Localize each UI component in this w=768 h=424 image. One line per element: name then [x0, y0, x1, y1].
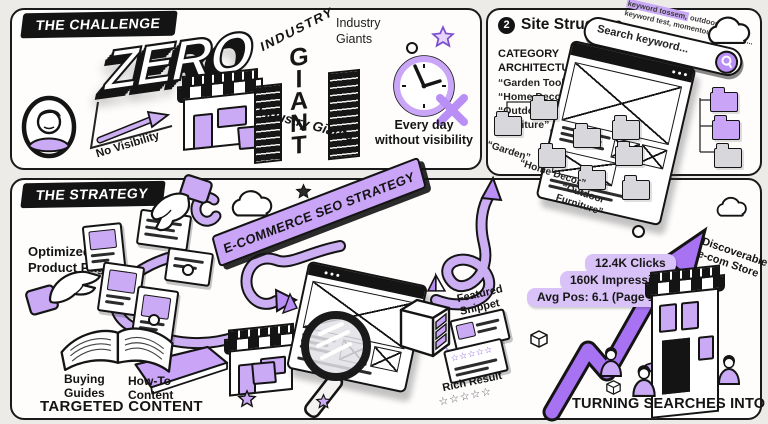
arrowhead [480, 175, 503, 202]
image-thumb [455, 321, 477, 341]
triangle-glyph [426, 272, 447, 292]
step-number-badge: 2 [498, 16, 515, 34]
cloud-icon [707, 16, 751, 44]
folder-icon [530, 95, 558, 120]
dot-glyph [182, 264, 194, 276]
dot-glyph [406, 42, 418, 54]
clock-icon [393, 55, 468, 126]
store-window [681, 300, 699, 331]
no-visibility-chart [89, 101, 173, 150]
cube-glyph [530, 330, 548, 348]
image-thumb [106, 269, 138, 294]
star-icon [237, 389, 257, 408]
tower-letters-text: GIANT [285, 41, 313, 155]
right-hand-icon [150, 174, 213, 232]
magnifier-icon [301, 311, 371, 419]
person-icon [599, 347, 623, 377]
folder-icon-purple [712, 115, 740, 140]
folder-icon [612, 115, 640, 140]
buying-guides-label: Buying Guides [64, 372, 105, 401]
dot-glyph [148, 314, 160, 326]
frustrated-user-avatar [21, 95, 77, 159]
left-hand-icon [25, 270, 102, 316]
star-icon [430, 24, 456, 48]
shop-window [217, 105, 247, 129]
x-mark-icon [436, 94, 468, 126]
product-data-cube [399, 298, 451, 358]
clock-caption: Every day without visibility [375, 118, 473, 147]
store-window [698, 335, 714, 361]
triangle-glyph [281, 292, 298, 315]
star-icon [295, 183, 312, 199]
folder-icon [714, 143, 742, 168]
folder-icon [538, 143, 566, 168]
folder-icon [578, 165, 606, 190]
folder-icon [573, 123, 601, 148]
clicks-stat-pill: 12.4K Clicks [585, 254, 676, 273]
buying-guides-books [60, 327, 229, 395]
folder-icon [622, 175, 650, 200]
store-door [662, 337, 690, 395]
cube-glyph [606, 380, 621, 395]
dot-glyph [632, 225, 645, 238]
folder-icon-purple [710, 87, 738, 112]
search-button [712, 47, 741, 76]
shop-door [193, 112, 213, 150]
targeted-content-caption: TARGETED CONTENT [40, 398, 203, 415]
person-icon [717, 355, 741, 385]
star-icon [315, 393, 332, 409]
person-icon [632, 365, 656, 397]
avg-position-stat-pill: Avg Pos: 6.1 (Page 1) [527, 288, 669, 307]
howto-content-label: How-To Content [128, 374, 174, 403]
industry-giants-label: Industry Giants [336, 16, 381, 46]
package-box [251, 360, 277, 386]
folder-icon [494, 111, 522, 136]
sales-caption: TURNING SEARCHES INTO SALES [572, 396, 768, 412]
cloud-icon [716, 196, 747, 217]
store-window [659, 303, 677, 333]
folder-icon [615, 141, 643, 166]
